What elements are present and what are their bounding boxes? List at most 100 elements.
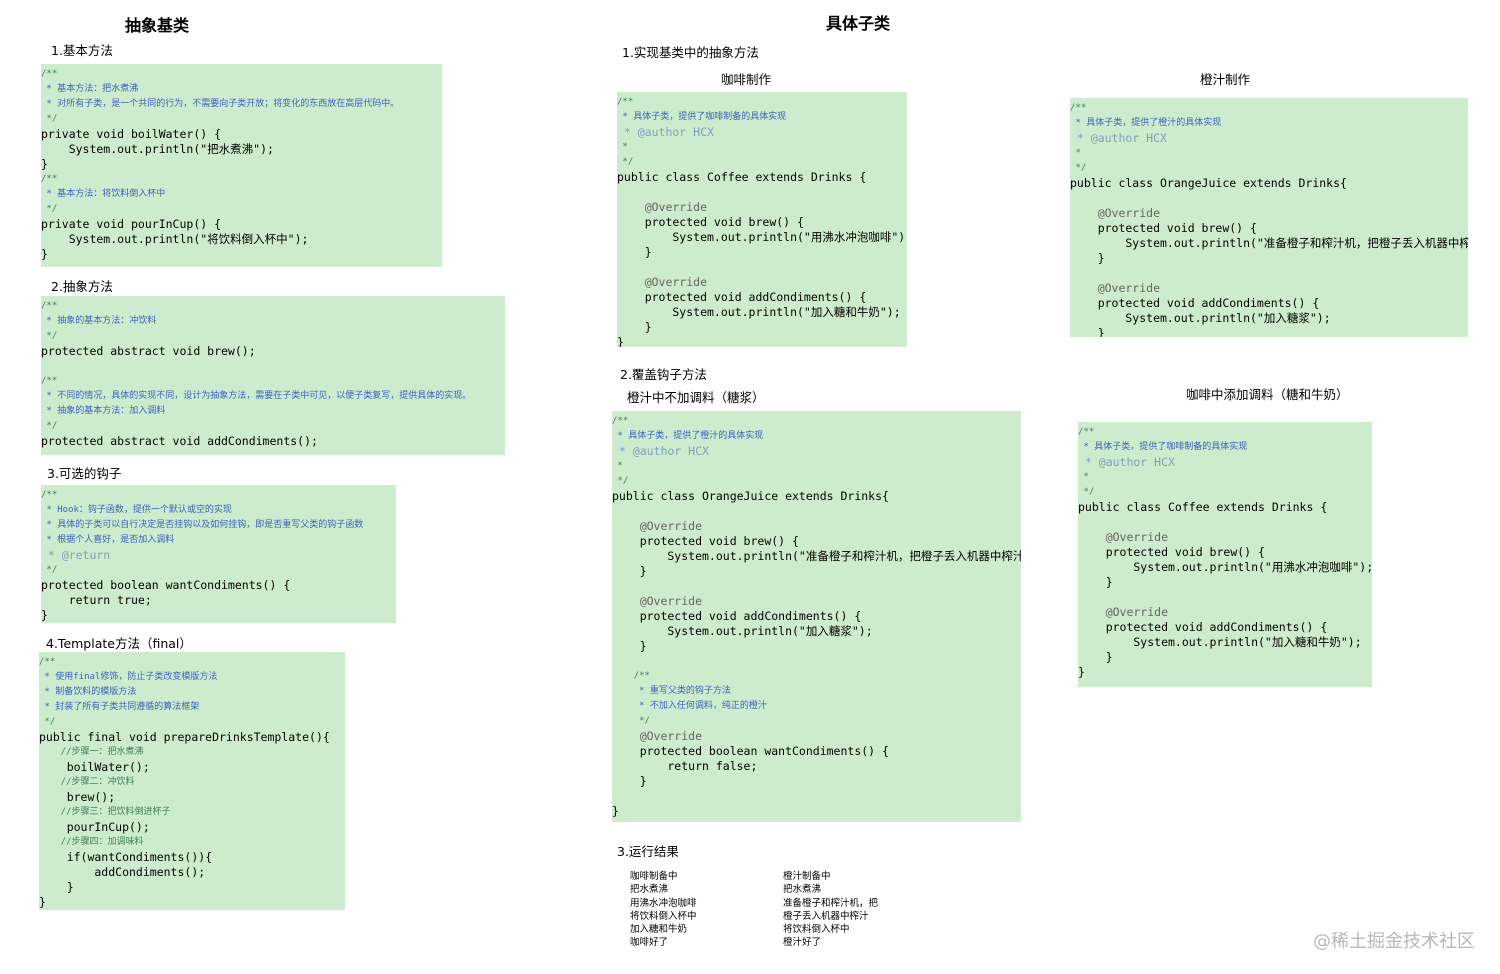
code-line: */ bbox=[41, 114, 58, 124]
code-line: } bbox=[1078, 575, 1113, 589]
code-line: protected void addCondiments() { bbox=[1078, 620, 1328, 634]
code-line: System.out.println("准备橙子和榨汁机，把橙子丢入机器中榨汁"… bbox=[612, 549, 1021, 563]
code-line: System.out.println("准备橙子和榨汁机，把橙子丢入机器中榨汁"… bbox=[1070, 236, 1468, 250]
code-line: System.out.println("加入糖和牛奶"); bbox=[1078, 635, 1362, 649]
code-line: * 封装了所有子类共同遵循的算法框架 bbox=[39, 702, 200, 712]
code-line: public final void prepareDrinksTemplate(… bbox=[39, 730, 330, 744]
code-block-orange-juice: /** * 具体子类，提供了橙汁的具体实现 * @author HCX * */… bbox=[1070, 98, 1468, 337]
code-line: } bbox=[1078, 665, 1085, 679]
code-line: * 具体子类，提供了橙汁的具体实现 bbox=[1070, 118, 1222, 128]
code-line: * @author HCX bbox=[1070, 131, 1167, 145]
code-line: System.out.println("加入糖浆"); bbox=[612, 624, 873, 638]
code-line: //步骤三：把饮料倒进杯子 bbox=[39, 807, 171, 817]
code-line: /** bbox=[617, 97, 634, 107]
code-line: protected void brew() { bbox=[1078, 545, 1265, 559]
code-line: * 基本方法：把水煮沸 bbox=[41, 84, 139, 94]
code-line bbox=[617, 185, 907, 200]
code-line: public class Coffee extends Drinks { bbox=[617, 170, 867, 184]
code-line: } bbox=[39, 895, 46, 909]
code-line: * bbox=[612, 461, 623, 471]
result-line: 将饮料倒入杯中 bbox=[630, 910, 697, 922]
code-line: * 具体的子类可以自行决定是否挂钩以及如何挂钩，即是否重写父类的钩子函数 bbox=[41, 520, 364, 530]
result-line: 把水煮沸 bbox=[630, 884, 669, 896]
code-line: /** bbox=[612, 671, 650, 681]
code-block-hook: /** * Hook：钩子函数，提供一个默认或空的实现 * 具体的子类可以自行决… bbox=[41, 485, 396, 623]
code-line: @Override bbox=[1078, 605, 1169, 619]
code-line: * @author HCX bbox=[1078, 455, 1175, 469]
code-line bbox=[41, 359, 505, 374]
code-line: brew(); bbox=[39, 790, 116, 804]
code-line: * bbox=[617, 142, 628, 152]
code-line: } bbox=[612, 774, 647, 788]
code-line: } bbox=[41, 157, 48, 171]
result-line: 用沸水冲泡咖啡 bbox=[630, 897, 697, 909]
code-line: * 根据个人喜好，是否加入调料 bbox=[41, 535, 175, 545]
code-line: */ bbox=[1070, 163, 1087, 173]
code-line: } bbox=[1070, 326, 1105, 337]
section-optional-hook: 3.可选的钩子 bbox=[47, 466, 122, 481]
code-line: protected boolean wantCondiments() { bbox=[41, 578, 291, 592]
result-line: 橙汁好了 bbox=[783, 937, 822, 949]
label-orange-making: 橙汁制作 bbox=[1200, 72, 1251, 87]
code-line: if(wantCondiments()){ bbox=[39, 850, 213, 864]
code-line: System.out.println("用沸水冲泡咖啡"); bbox=[1078, 560, 1372, 574]
code-line: } bbox=[41, 608, 48, 622]
result-line: 咖啡制备中 bbox=[630, 871, 678, 882]
code-line: */ bbox=[1078, 487, 1095, 497]
section-implement-abstract: 1.实现基类中的抽象方法 bbox=[622, 45, 759, 60]
code-line: /** bbox=[41, 376, 58, 386]
code-line: * 对所有子类，是一个共同的行为，不需要向子类开放；将变化的东西放在高层代码中。 bbox=[41, 99, 400, 109]
code-line: /** bbox=[41, 301, 58, 311]
code-line: */ bbox=[612, 476, 629, 486]
code-block-abstract-methods: /** * 抽象的基本方法：冲饮料 */protected abstract v… bbox=[41, 296, 505, 455]
result-line: 准备橙子和榨汁机，把 bbox=[783, 897, 879, 909]
abstract-base-class-title: 抽象基类 bbox=[125, 16, 190, 35]
code-line: */ bbox=[41, 565, 58, 575]
code-line bbox=[1070, 266, 1468, 281]
code-line: * 制备饮料的模版方法 bbox=[39, 687, 137, 697]
code-line: /** bbox=[41, 69, 58, 79]
code-line: System.out.println("将饮料倒入杯中"); bbox=[41, 232, 309, 246]
code-line: } bbox=[617, 245, 652, 259]
result-line: 把水煮沸 bbox=[783, 884, 822, 896]
code-line: * @author HCX bbox=[617, 125, 714, 139]
code-line: @Override bbox=[612, 729, 703, 743]
section-run-result: 3.运行结果 bbox=[617, 844, 679, 859]
section-basic-methods: 1.基本方法 bbox=[51, 43, 113, 58]
code-line bbox=[1070, 191, 1468, 206]
result-line: 橙子丢入机器中榨汁 bbox=[783, 910, 869, 922]
code-line: protected void addCondiments() { bbox=[1070, 296, 1320, 310]
code-line: private void boilWater() { bbox=[41, 127, 222, 141]
label-orange-no-condiments: 橙汁中不加调料（糖浆） bbox=[627, 390, 765, 405]
result-line: 橙汁制备中 bbox=[783, 871, 831, 882]
code-block-orange-hook: /** * 具体子类，提供了橙汁的具体实现 * @author HCX * */… bbox=[612, 411, 1021, 822]
code-line: */ bbox=[41, 421, 58, 431]
code-line: * 不同的情况，具体的实现不同，设计为抽象方法，需要在子类中可见，以便子类复写，… bbox=[41, 391, 472, 401]
run-result-coffee: 咖啡制备中把水煮沸用沸水冲泡咖啡将饮料倒入杯中加入糖和牛奶咖啡好了 bbox=[630, 870, 697, 950]
code-line: protected abstract void addCondiments(); bbox=[41, 434, 318, 448]
section-template-method: 4.Template方法（final） bbox=[46, 636, 192, 651]
code-line bbox=[617, 260, 907, 275]
code-line: } bbox=[612, 639, 647, 653]
code-line: } bbox=[612, 804, 619, 818]
code-line bbox=[1078, 590, 1372, 605]
code-line: protected void brew() { bbox=[1070, 221, 1257, 235]
code-line: protected void brew() { bbox=[612, 534, 799, 548]
code-block-coffee-hook: /** * 具体子类，提供了咖啡制备的具体实现 * @author HCX * … bbox=[1078, 422, 1372, 687]
label-coffee-making: 咖啡制作 bbox=[721, 72, 772, 87]
code-line: * 具体子类，提供了橙汁的具体实现 bbox=[612, 431, 764, 441]
result-line: 将饮料倒入杯中 bbox=[783, 924, 850, 936]
code-line: /** bbox=[39, 657, 56, 667]
code-line: addCondiments(); bbox=[39, 865, 206, 879]
code-line: protected boolean wantCondiments() { bbox=[612, 744, 889, 758]
code-line: */ bbox=[41, 331, 58, 341]
code-line: @Override bbox=[617, 275, 708, 289]
code-line: } bbox=[1078, 650, 1113, 664]
code-line: * 重写父类的钩子方法 bbox=[612, 686, 731, 696]
code-line: //步骤二：冲饮料 bbox=[39, 777, 135, 787]
code-line: @Override bbox=[612, 594, 703, 608]
code-line bbox=[1078, 515, 1372, 530]
code-line: * 具体子类，提供了咖啡制备的具体实现 bbox=[1078, 442, 1248, 452]
code-line: } bbox=[39, 880, 74, 894]
code-line: /** bbox=[1070, 103, 1087, 113]
